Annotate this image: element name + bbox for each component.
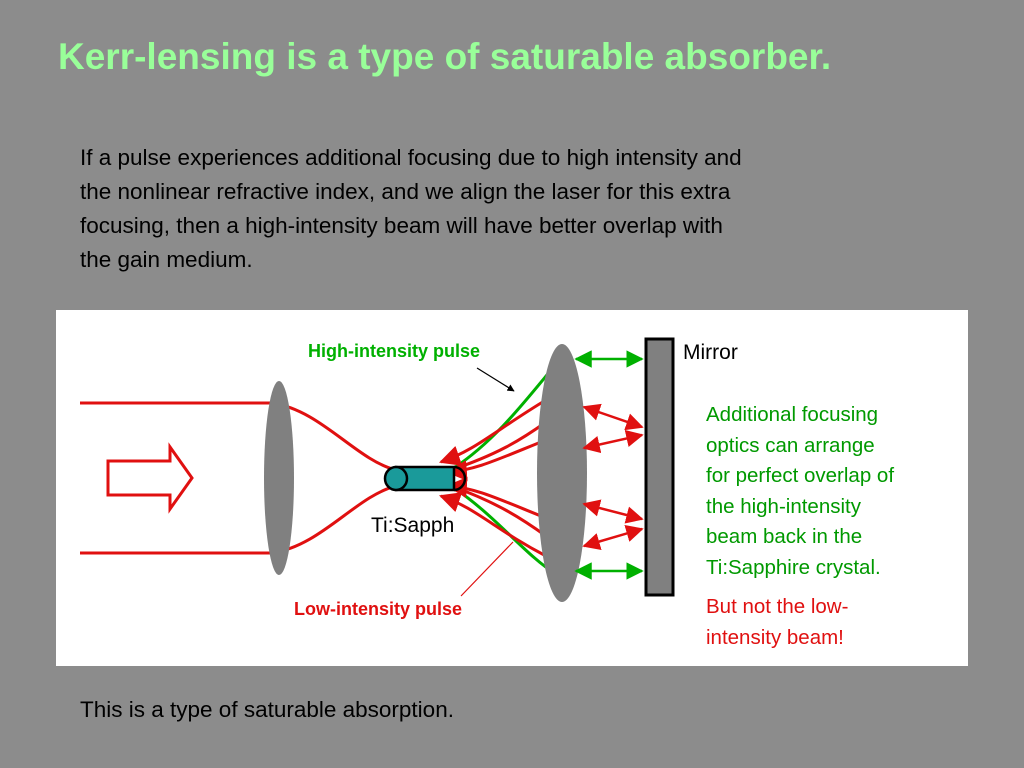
note-line: beam back in the xyxy=(706,525,863,548)
note-line: Ti:Sapphire crystal. xyxy=(706,555,881,579)
note-line: intensity beam! xyxy=(706,625,844,649)
input-lens xyxy=(264,381,294,575)
note-line: Additional focusing xyxy=(706,403,879,426)
intro-line: the gain medium. xyxy=(80,247,253,272)
kerr-lens-diagram: High-intensity pulse Low-intensity pulse… xyxy=(56,310,968,666)
outgoing-beam-2 xyxy=(450,484,547,538)
note-line: the high-intensity xyxy=(706,494,861,518)
mirror-label: Mirror xyxy=(683,341,738,364)
slide-title: Kerr-lensing is a type of saturable abso… xyxy=(58,36,832,77)
high-intensity-note: Additional focusing optics can arrange f… xyxy=(706,400,894,583)
intro-line: If a pulse experiences additional focusi… xyxy=(80,145,742,170)
high-intensity-label: High-intensity pulse xyxy=(308,341,481,361)
red-arrow-1 xyxy=(582,403,644,431)
red-arrow-2 xyxy=(582,429,644,454)
low-label-pointer xyxy=(460,541,514,597)
beam-direction-arrow xyxy=(106,442,194,514)
note-line: But not the low- xyxy=(706,595,849,618)
note-line: for perfect overlap of xyxy=(706,464,895,487)
intro-line: focusing, then a high-intensity beam wil… xyxy=(80,213,723,238)
ti-sapph-crystal-back xyxy=(453,465,467,492)
low-intensity-note: But not the low- intensity beam! xyxy=(706,592,848,653)
ti-sapph-crystal-front xyxy=(383,465,409,492)
low-intensity-label: Low-intensity pulse xyxy=(294,599,463,619)
intro-paragraph: If a pulse experiences additional focusi… xyxy=(80,141,950,277)
red-arrow-4 xyxy=(582,525,644,550)
end-mirror xyxy=(644,337,675,597)
diagram-canvas xyxy=(80,337,675,602)
return-beam-2 xyxy=(445,438,547,482)
outgoing-beam-1 xyxy=(450,420,547,472)
focusing-optic-lens xyxy=(537,344,587,602)
high-label-pointer xyxy=(476,367,515,392)
crystal-label: Ti:Sapph xyxy=(371,514,455,537)
red-arrow-3 xyxy=(582,499,644,524)
return-beam-4 xyxy=(439,492,547,558)
intro-line: the nonlinear refractive index, and we a… xyxy=(80,179,731,204)
conclusion-text: This is a type of saturable absorption. xyxy=(80,697,454,722)
return-beam-1 xyxy=(439,398,547,466)
note-line: optics can arrange xyxy=(706,433,875,457)
